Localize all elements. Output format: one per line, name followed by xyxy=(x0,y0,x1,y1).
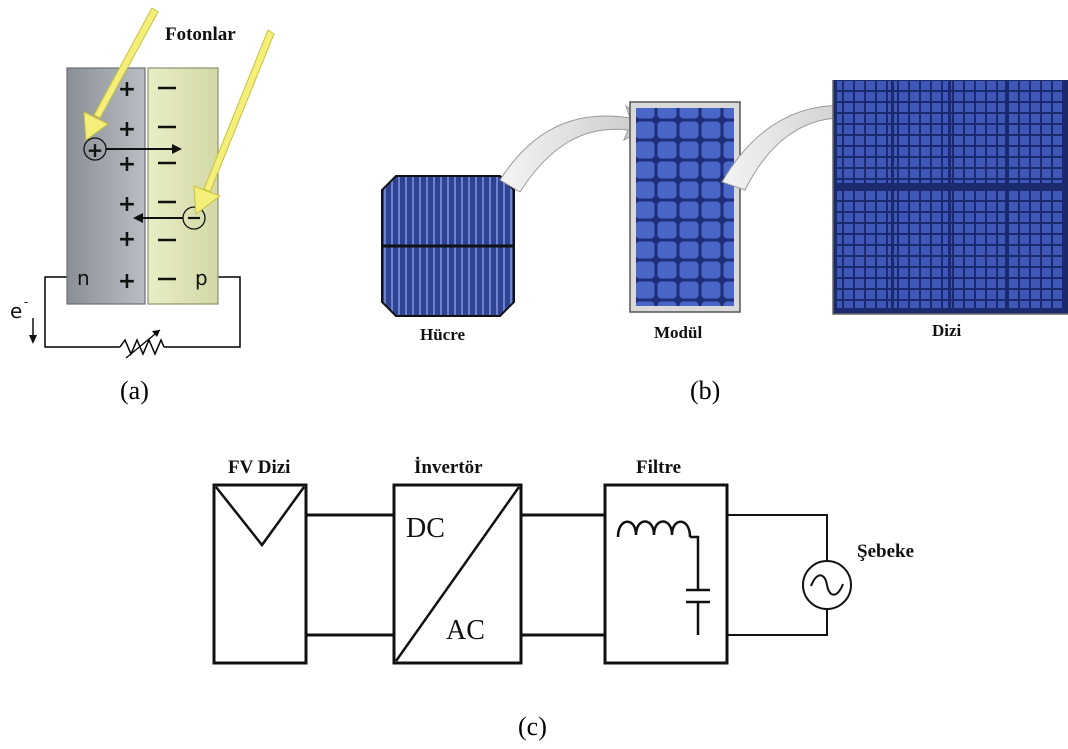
svg-text:+: + xyxy=(118,77,136,102)
caption-b: (b) xyxy=(690,376,721,405)
solar-array xyxy=(832,80,1068,315)
grid-source-icon xyxy=(802,560,852,610)
pn-junction-diagram: + + + + + + + Fotonlar n p e - xyxy=(10,7,275,359)
module-label: Modül xyxy=(654,323,702,342)
solar-module xyxy=(629,101,741,313)
cell-module-array-diagram: Hücre Modül Dizi xyxy=(381,80,1068,344)
inverter-block: DC AC xyxy=(392,483,523,665)
n-label: n xyxy=(77,266,90,290)
svg-text:+: + xyxy=(118,152,136,177)
inductor xyxy=(616,520,692,538)
svg-text:+: + xyxy=(118,227,136,252)
caption-c: (c) xyxy=(518,712,547,741)
solar-cell xyxy=(381,175,515,317)
photon-arrow-1 xyxy=(83,7,159,141)
caption-a: (a) xyxy=(120,376,149,405)
pv-array-block xyxy=(212,483,308,665)
inverter-title: İnvertör xyxy=(414,457,483,478)
filter-title: Filtre xyxy=(636,457,681,478)
cell-label: Hücre xyxy=(420,325,465,344)
photons-label: Fotonlar xyxy=(165,24,236,45)
negative-charges xyxy=(158,86,176,281)
ac-label: AC xyxy=(446,615,485,646)
photon-arrow-2 xyxy=(193,29,275,215)
grid-title: Şebeke xyxy=(857,541,914,562)
filter-block xyxy=(603,483,729,665)
electron-label: e xyxy=(10,299,22,323)
svg-text:+: + xyxy=(87,138,104,162)
svg-text:+: + xyxy=(118,117,136,142)
svg-text:-: - xyxy=(24,295,28,309)
p-label: p xyxy=(195,266,208,290)
variable-resistor xyxy=(119,338,165,356)
pv-array-title: FV Dizi xyxy=(228,457,290,478)
grid-connection-diagram: FV Dizi İnvertör Filtre Şebeke DC AC xyxy=(212,457,914,665)
dc-label: DC xyxy=(406,513,445,544)
curved-arrow-1 xyxy=(499,104,651,193)
positive-charges: + + + + + + xyxy=(118,77,136,294)
svg-text:+: + xyxy=(118,192,136,217)
array-label: Dizi xyxy=(932,321,962,340)
svg-text:+: + xyxy=(118,269,136,294)
